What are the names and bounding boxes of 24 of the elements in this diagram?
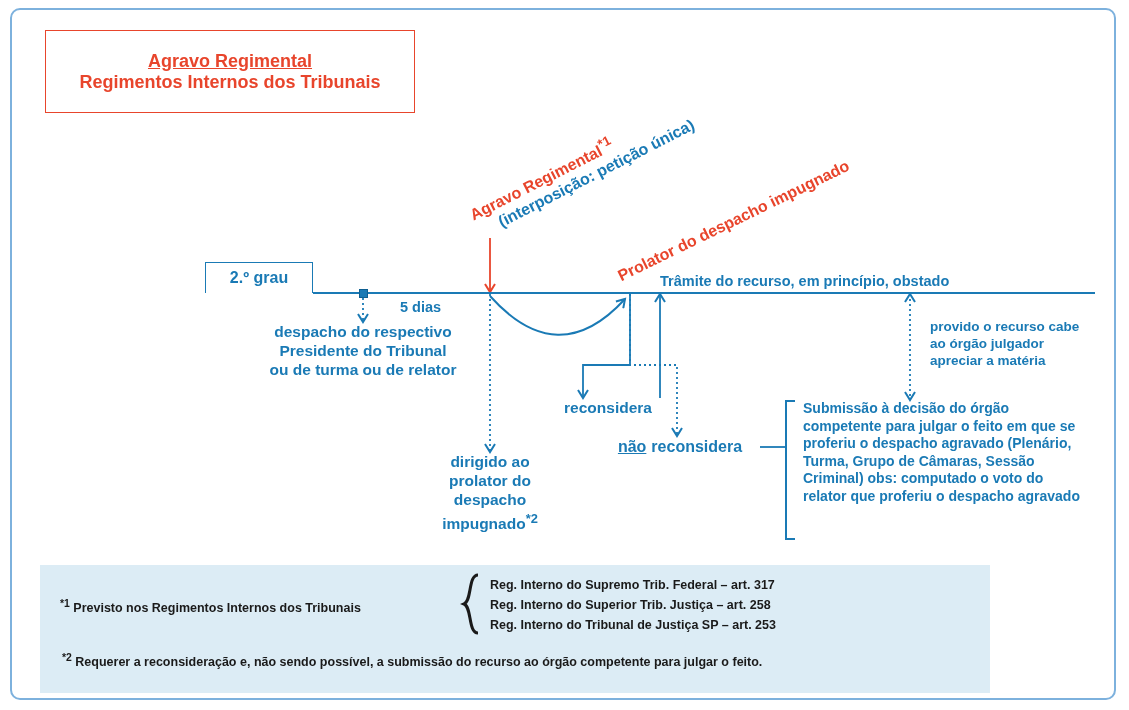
footnote-text: Reg. Interno do Supremo Trib. Federal – art. 317 xyxy=(490,577,775,594)
footnote-text: $^{*1}$ Previsto nos Regimentos Internos dos Tribunais xyxy=(60,597,361,618)
square-marker xyxy=(359,289,368,298)
timeline xyxy=(313,292,1095,294)
step-label: despacho do respectivo Presidente do Tribunal ou de turma ou de relator xyxy=(268,322,458,422)
step-label: dirigido ao prolator do despacho impugnado$^{*2}$ xyxy=(420,452,560,534)
timeline-label: 5 dias xyxy=(400,299,442,315)
footnote-text: Reg. Interno do Tribunal de Justiça SP – art. 253 xyxy=(490,617,776,634)
footnote-panel xyxy=(40,565,990,693)
arrow xyxy=(484,293,496,453)
level-label: 2.º grau xyxy=(205,262,313,293)
footnote-text: $^{*2}$ Requerer a reconsideração e, não sendo possível, a submissão do recurso ao órgão competente para julgar o feito. xyxy=(62,651,764,672)
arrow xyxy=(577,293,631,399)
bracketed-note: Submissão à decisão do órgão competente para julgar o feito em que se proferiu o despacho agravado (Plenário, Turma, Grupo de Câmaras, Sessão Criminal) obs: computado o voto do relator que proferiu o despacho agravado xyxy=(785,400,1090,540)
outcome-label: reconsidera xyxy=(548,398,668,420)
edge-label: provido o recurso cabe ao órgão julgador apreciar a matéria xyxy=(930,318,1081,369)
footnote-text: Reg. Interno do Superior Trib. Justiça – art. 258 xyxy=(490,597,771,614)
arrow xyxy=(484,237,496,293)
arrow xyxy=(629,293,683,437)
arrow xyxy=(654,293,666,399)
outcome-label: não reconsidera xyxy=(600,436,760,458)
title-box: Agravo Regimental Regimentos Internos dos Tribunais xyxy=(45,30,415,113)
arrow xyxy=(357,297,369,323)
arrow xyxy=(904,293,916,401)
